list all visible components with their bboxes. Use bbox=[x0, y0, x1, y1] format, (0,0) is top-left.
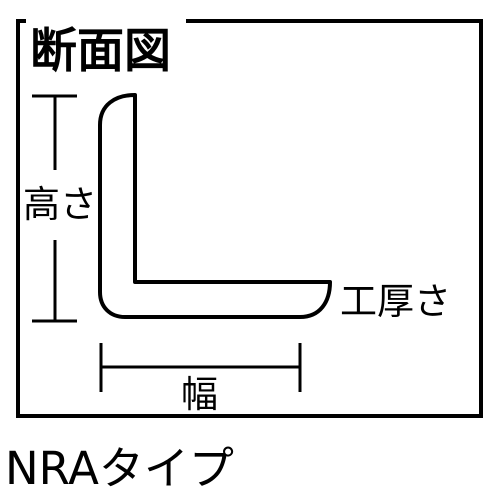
height-dimension bbox=[32, 94, 77, 323]
height-label-backdrop bbox=[22, 176, 96, 228]
diagram-title: 断面図 bbox=[30, 24, 171, 79]
l-angle-profile bbox=[98, 93, 332, 319]
height-label: 高さ bbox=[23, 183, 97, 226]
type-caption: NRAタイプ bbox=[5, 442, 234, 495]
title-backdrop bbox=[26, 8, 186, 68]
width-dimension bbox=[99, 343, 302, 392]
thickness-label: 工厚さ bbox=[340, 280, 451, 323]
width-label: 幅 bbox=[181, 373, 218, 416]
width-label-backdrop bbox=[176, 372, 224, 412]
diagram-frame bbox=[16, 19, 483, 418]
